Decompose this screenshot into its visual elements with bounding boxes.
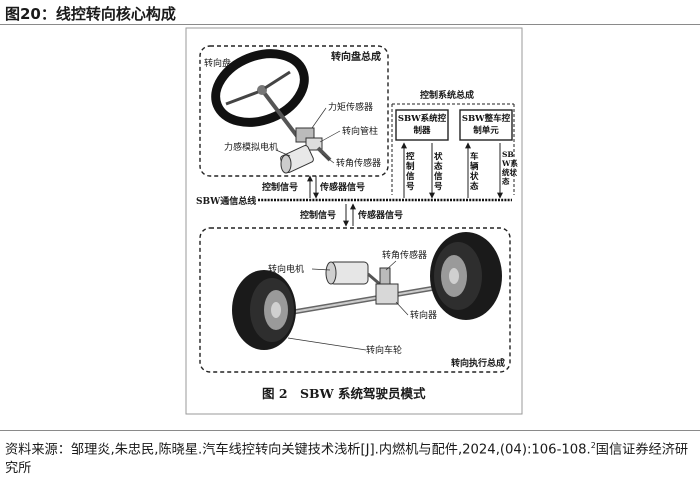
- page-title: 图20：线控转向核心构成: [5, 5, 176, 23]
- label-angle-sensor-top: 转角传感器: [336, 157, 381, 169]
- label-steering-wheel: 转向盘: [204, 57, 231, 69]
- source-suffix: 国信证券经济研究所: [5, 442, 689, 477]
- source-note: 资料来源：邹理炎,朱忠民,陈晓星.汽车线控转向关键技术浅析[J].内燃机与配件,…: [5, 441, 689, 477]
- figure-caption-text: SBW 系统驾驶员模式: [300, 386, 426, 401]
- label-angle-sensor-bottom: 转角传感器: [382, 249, 427, 261]
- right-wheel-icon: [430, 232, 502, 320]
- sbw-controller-label: SBW系统控制器: [397, 114, 447, 136]
- label-torque-sensor: 力矩传感器: [328, 101, 373, 113]
- sbw-controller-box: [395, 109, 449, 141]
- steering-column-icon: [295, 127, 332, 162]
- control-system-title: 控制系统总成: [420, 89, 474, 101]
- title-divider: [0, 24, 700, 25]
- actuator-assembly-title: 转向执行总成: [451, 357, 505, 369]
- source-citation: 资料来源：邹理炎,朱忠民,陈晓星.汽车线控转向关键技术浅析[J].内燃机与配件,…: [5, 442, 591, 458]
- steering-motor-icon: [325, 261, 383, 288]
- steering-wheel-icon: [211, 49, 309, 142]
- bus-label: SBW通信总线: [196, 195, 256, 207]
- label-bus-upper-sensor: 传感器信号: [319, 181, 365, 193]
- left-wheel-icon: [232, 270, 296, 350]
- vehicle-controller-box: [459, 109, 513, 141]
- source-divider: [0, 430, 700, 431]
- vehicle-controller-label: SBW整车控制单元: [461, 114, 511, 136]
- label-bus-lower-control: 控制信号: [300, 209, 336, 221]
- figure-caption-number: 图 2: [262, 386, 288, 401]
- steering-gear-icon: [375, 267, 399, 305]
- label-status-signal-cs: 状态信号: [434, 152, 443, 192]
- label-feedback-motor: 力感模拟电机: [224, 141, 278, 153]
- feedback-motor-icon: [280, 144, 314, 174]
- label-vehicle-status: 车辆状态: [470, 152, 479, 192]
- label-sbw-system-status: SBW系统状态: [502, 150, 518, 186]
- label-steering-motor: 转向电机: [268, 263, 304, 275]
- steering-assembly-title: 转向盘总成: [331, 50, 381, 63]
- actuator-assembly-box: [199, 227, 511, 373]
- label-control-signal-cs: 控制信号: [406, 152, 415, 192]
- label-steering-wheels: 转向车轮: [366, 344, 402, 356]
- label-bus-upper-control: 控制信号: [262, 181, 298, 193]
- figure-frame: [185, 27, 523, 415]
- label-steering-column: 转向管柱: [342, 125, 378, 137]
- steering-assembly-box: [199, 45, 389, 177]
- label-bus-lower-sensor: 传感器信号: [357, 209, 403, 221]
- label-steering-gear: 转向器: [410, 309, 437, 321]
